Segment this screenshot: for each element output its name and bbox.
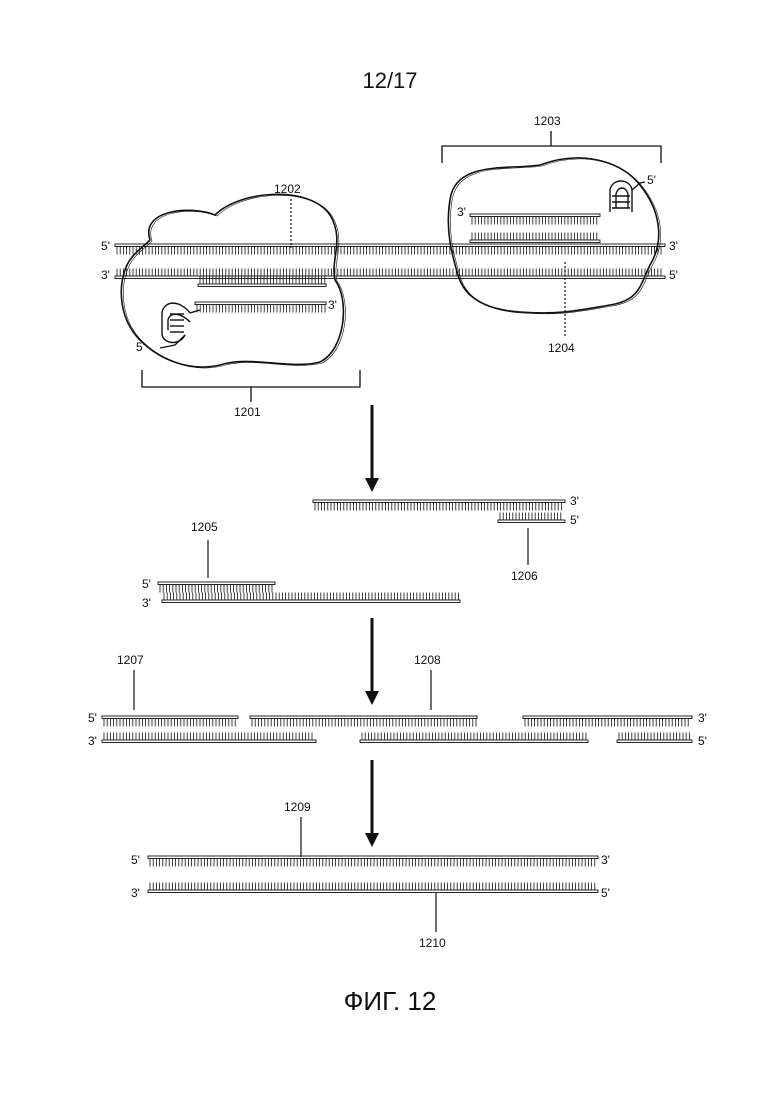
enzyme-complex-1203 (448, 158, 660, 314)
figure-caption: ФИГ. 12 (0, 986, 780, 1017)
strand-backbone (158, 582, 275, 585)
label-1207: 1207 (117, 653, 144, 667)
strand-backbone (250, 716, 477, 719)
process-arrows (365, 405, 379, 847)
label-1206: 1206 (511, 569, 538, 583)
end-5prime: 5' (601, 886, 610, 900)
dna-strands (102, 214, 692, 893)
strand-backbone (313, 500, 565, 503)
strand-bases (500, 513, 561, 521)
strand-bases (150, 883, 595, 891)
hairpin-left (160, 303, 200, 348)
end-5prime: 5' (669, 268, 678, 282)
label-1210: 1210 (419, 936, 446, 950)
end-5prime: 5' (647, 173, 656, 187)
strand-backbone (523, 716, 692, 719)
strand-bases (104, 719, 235, 727)
strand-bases (117, 269, 661, 277)
label-1204: 1204 (548, 341, 575, 355)
end-3prime: 3' (570, 494, 579, 508)
end-3prime: 3' (131, 886, 140, 900)
strand-bases (200, 277, 325, 285)
strand-backbone (115, 244, 665, 247)
end-3prime: 3' (669, 239, 678, 253)
strand-bases (472, 217, 597, 225)
end-3prime: 3' (457, 205, 466, 219)
strand-bases (150, 859, 595, 867)
end-5prime: 5' (698, 734, 707, 748)
label-1203: 1203 (534, 114, 561, 128)
end-5prime: 5' (88, 711, 97, 725)
strand-bases (252, 719, 476, 727)
strand-bases (619, 733, 689, 741)
strand-bases (362, 733, 586, 741)
strand-bases (117, 247, 661, 255)
end-5prime: 5' (131, 853, 140, 867)
strand-backbone (115, 276, 665, 279)
strand-backbone (470, 214, 600, 217)
end-5prime: 5' (101, 239, 110, 253)
end-3prime: 3' (698, 711, 707, 725)
end-5prime: 5' (142, 577, 151, 591)
strand-bases (104, 733, 312, 741)
strand-bases (525, 719, 688, 727)
end-5prime: 5' (136, 340, 145, 354)
bracket-1203 (442, 131, 661, 163)
strand-bases (160, 585, 272, 593)
strand-bases (472, 233, 597, 241)
strand-bases (315, 503, 561, 511)
label-1202: 1202 (274, 182, 301, 196)
label-1201: 1201 (234, 405, 261, 419)
label-1209: 1209 (284, 800, 311, 814)
strand-bases (164, 593, 458, 601)
strand-backbone (148, 856, 598, 859)
strand-backbone (498, 520, 565, 523)
strand-bases (197, 305, 325, 313)
end-3prime: 3' (142, 596, 151, 610)
label-1208: 1208 (414, 653, 441, 667)
end-5prime: 5' (570, 513, 579, 527)
label-1205: 1205 (191, 520, 218, 534)
end-3prime: 3' (601, 853, 610, 867)
end-3prime: 3' (328, 298, 337, 312)
bracket-1201 (142, 370, 360, 402)
strand-backbone (102, 740, 316, 743)
end-3prime: 3' (88, 734, 97, 748)
strand-backbone (195, 302, 326, 305)
end-3prime: 3' (101, 268, 110, 282)
strand-backbone (102, 716, 238, 719)
strand-backbone (198, 284, 326, 287)
